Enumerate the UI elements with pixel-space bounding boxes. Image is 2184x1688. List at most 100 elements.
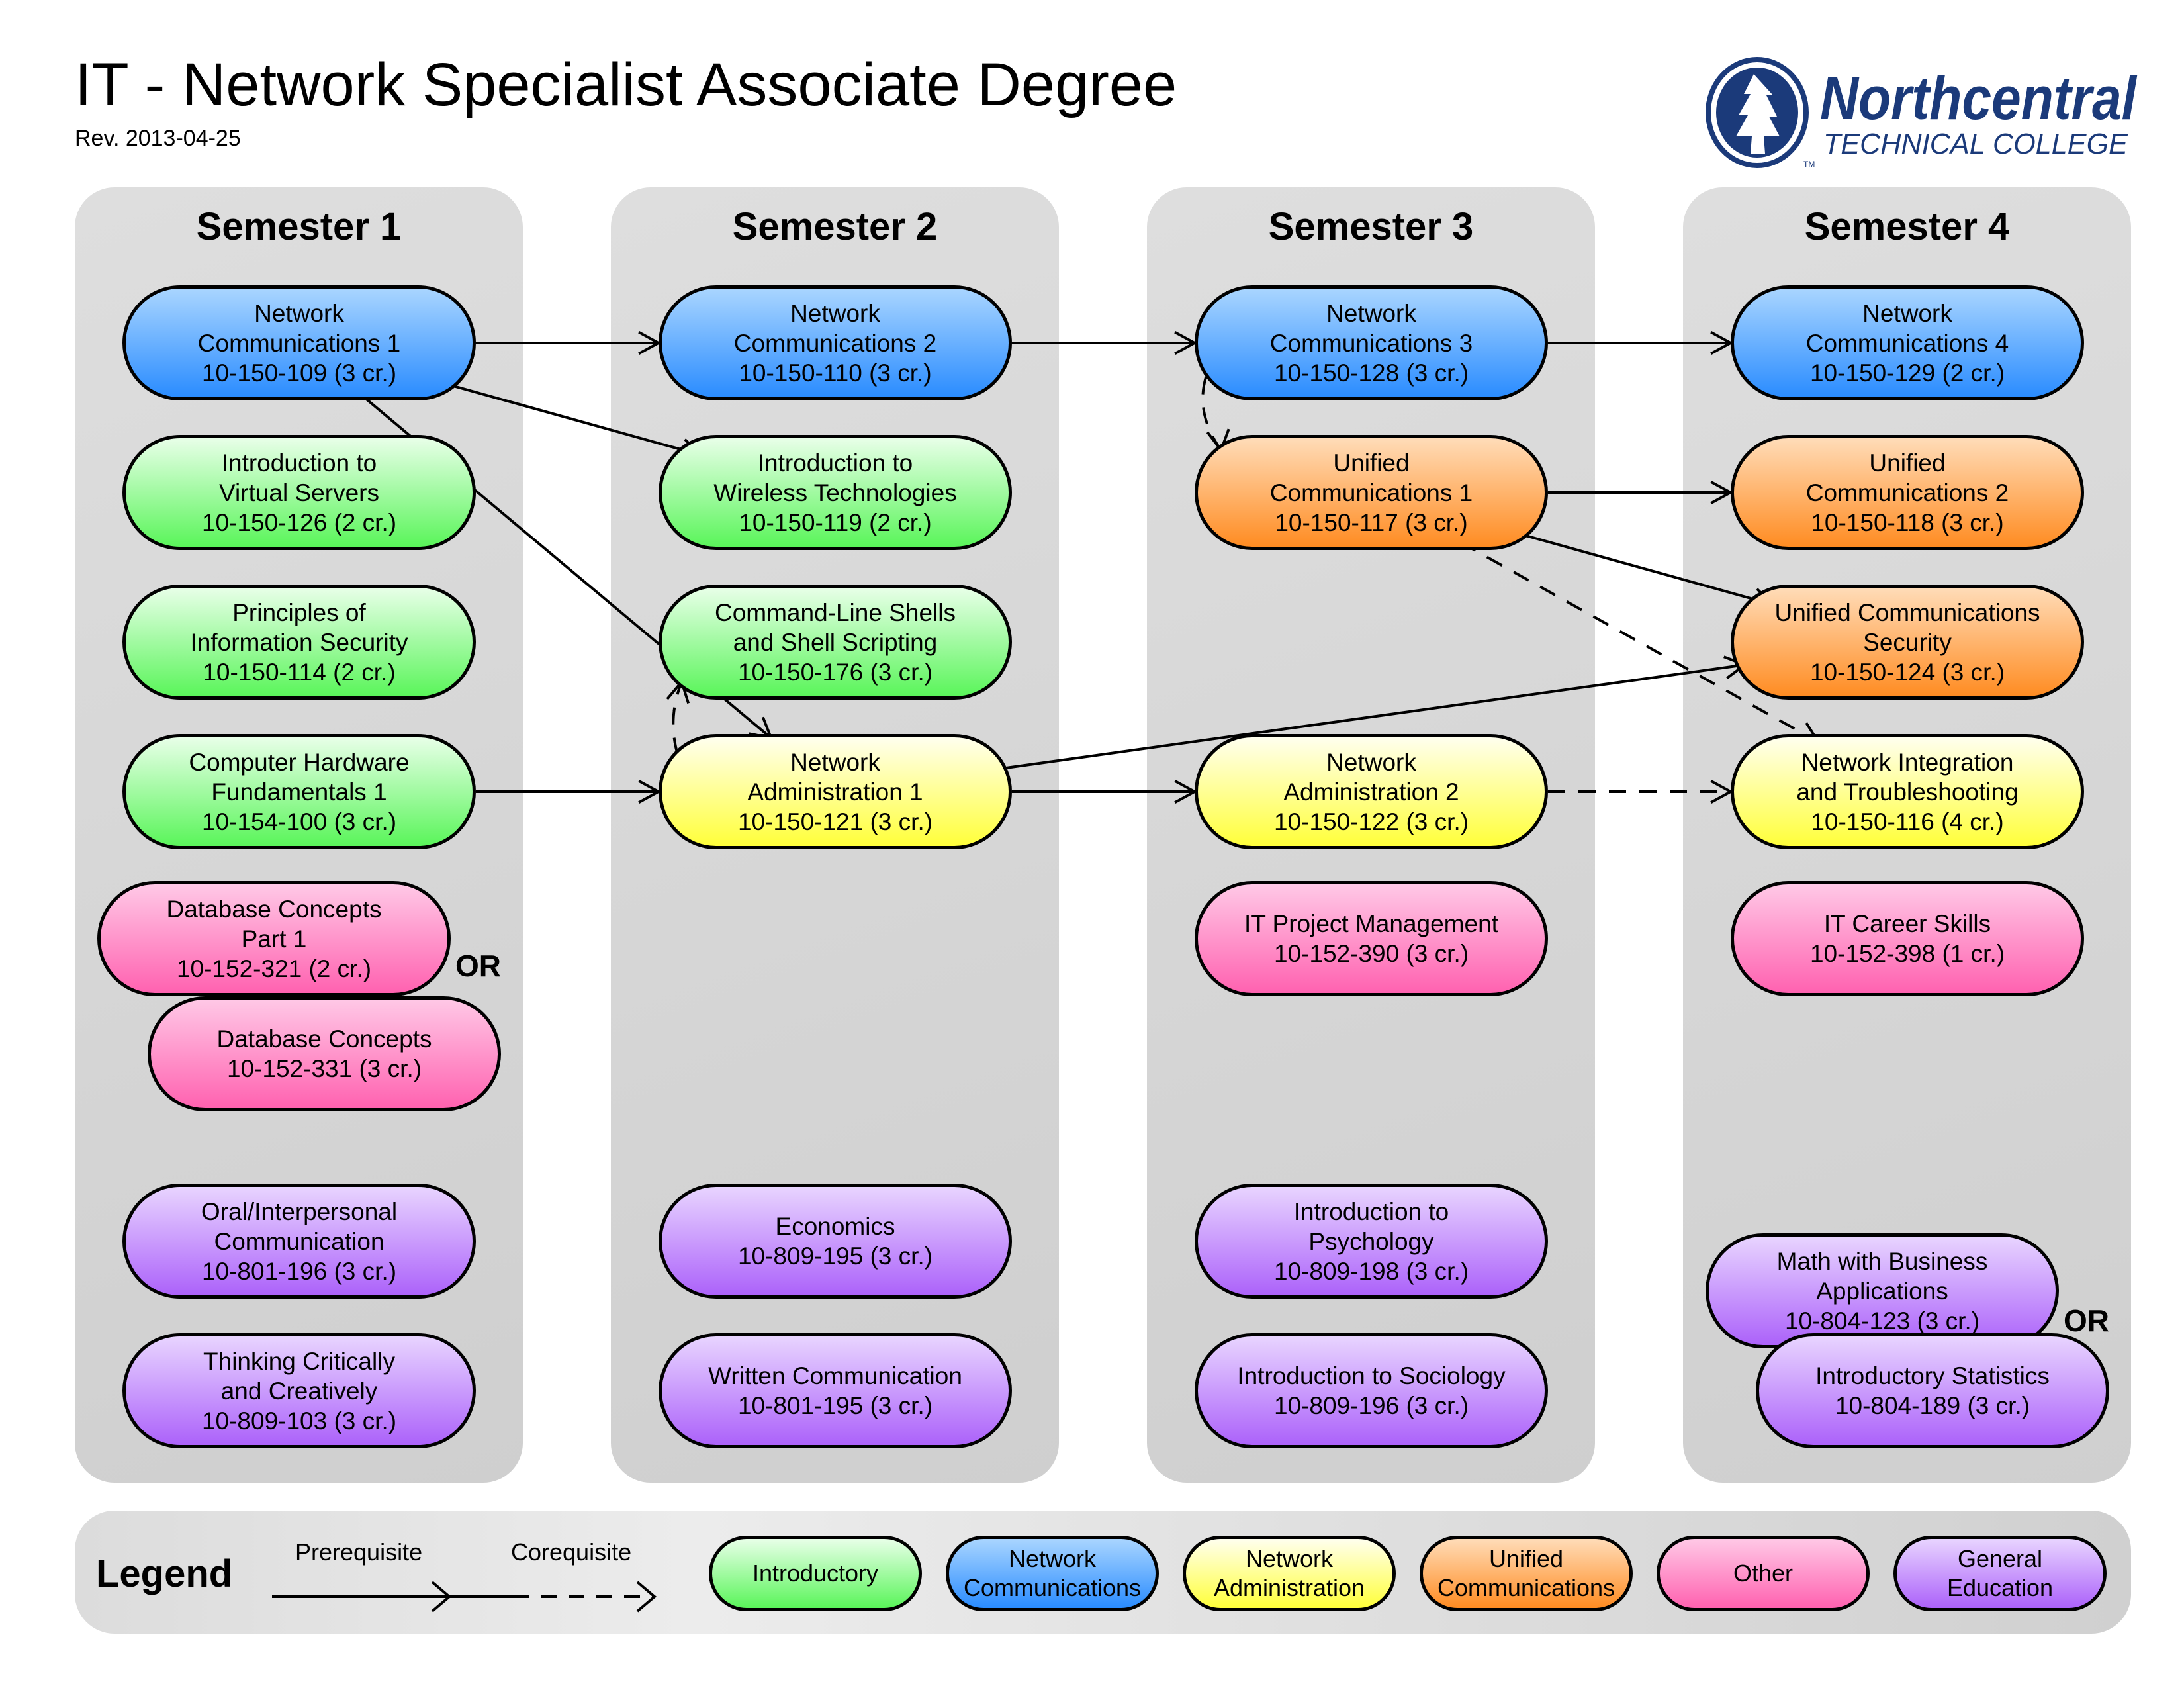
legend-category-label: Education	[1946, 1574, 2054, 1601]
course-title-line: Administration 2	[1283, 778, 1459, 806]
legend-title: Legend	[96, 1552, 233, 1595]
legend-category-label: Communications	[1437, 1574, 1615, 1601]
legend-category-label: Administration	[1213, 1574, 1365, 1601]
course-title-line: Network	[1326, 748, 1416, 776]
legend-arrow-samples	[275, 1581, 657, 1613]
corequisite-arrow-icon	[485, 1581, 657, 1613]
course-title-line: Oral/Interpersonal	[201, 1197, 398, 1225]
course-title-line: IT Career Skills	[1823, 910, 1991, 937]
revision-date: Rev. 2013-04-25	[75, 126, 241, 151]
legend: Legend Prerequisite Corequisite Introduc…	[75, 1511, 2131, 1634]
course-title-line: Introduction to Sociology	[1237, 1362, 1506, 1389]
course-code: 10-152-398 (1 cr.)	[1809, 940, 2005, 967]
course-title-line: Network	[790, 748, 880, 776]
or-label-semester-1: OR	[455, 949, 501, 983]
course-code: 10-150-121 (3 cr.)	[737, 808, 933, 835]
course-code: 10-801-196 (3 cr.)	[201, 1257, 397, 1285]
course-code: 10-152-321 (2 cr.)	[176, 955, 372, 982]
course-title-line: Information Security	[190, 628, 408, 656]
course-title-line: IT Project Management	[1244, 910, 1498, 937]
course-title-line: Network Integration	[1801, 748, 2014, 776]
course-code: 10-150-128 (3 cr.)	[1273, 359, 1469, 387]
logo-subtitle: TECHNICAL COLLEGE	[1823, 128, 2128, 160]
course-title-line: Communications 2	[733, 329, 937, 357]
course-title-line: Communications 4	[1805, 329, 2009, 357]
course-code: 10-801-195 (3 cr.)	[737, 1392, 933, 1419]
course-node[interactable]: Economics 10-809-195 (3 cr.)	[659, 1184, 1012, 1299]
course-title-line: Fundamentals 1	[211, 778, 387, 806]
course-code: 10-809-198 (3 cr.)	[1273, 1257, 1469, 1285]
semester-2-title: Semester 2	[732, 205, 938, 248]
prerequisite-arrow-icon	[275, 1581, 452, 1613]
course-code: 10-150-176 (3 cr.)	[737, 658, 933, 686]
course-code: 10-150-118 (3 cr.)	[1811, 508, 2004, 536]
course-title-line: Psychology	[1308, 1227, 1434, 1255]
tree-emblem-icon	[1706, 57, 1809, 168]
course-code: 10-150-109 (3 cr.)	[201, 359, 397, 387]
course-title-line: Communications 1	[1269, 479, 1473, 506]
course-code: 10-150-126 (2 cr.)	[201, 508, 397, 536]
semester-1-title: Semester 1	[196, 205, 402, 248]
course-code: 10-150-117 (3 cr.)	[1275, 508, 1468, 536]
course-title-line: Communications 3	[1269, 329, 1473, 357]
or-label-semester-4: OR	[2064, 1303, 2109, 1338]
course-code: 10-150-116 (4 cr.)	[1811, 808, 2004, 835]
course-node[interactable]: Written Communication 10-801-195 (3 cr.)	[659, 1333, 1012, 1448]
course-title-line: Database Concepts	[216, 1025, 432, 1053]
legend-category-label: Introductory	[752, 1560, 879, 1587]
course-title-line: Network	[1326, 299, 1416, 327]
course-title-line: Unified Communications	[1774, 598, 2040, 626]
logo-name: Northcentral	[1820, 65, 2138, 132]
semester-4-title: Semester 4	[1804, 205, 2010, 248]
course-title-line: Network	[790, 299, 880, 327]
course-code: 10-150-122 (3 cr.)	[1273, 808, 1469, 835]
course-title-line: Unified	[1869, 449, 1946, 477]
course-code: 10-150-129 (2 cr.)	[1809, 359, 2005, 387]
course-title-line: Computer Hardware	[189, 748, 410, 776]
course-title-line: Database Concepts	[166, 895, 382, 923]
course-title-line: Communications 2	[1805, 479, 2009, 506]
course-title-line: and Shell Scripting	[733, 628, 938, 656]
course-node[interactable]: IT Career Skills 10-152-398 (1 cr.)	[1731, 881, 2084, 996]
course-code: 10-150-119 (2 cr.)	[739, 508, 932, 536]
course-title-line: Economics	[775, 1213, 895, 1240]
course-code: 10-150-114 (2 cr.)	[203, 658, 396, 686]
course-node[interactable]: IT Project Management 10-152-390 (3 cr.)	[1195, 881, 1548, 996]
legend-category-label: Unified	[1488, 1545, 1564, 1572]
course-title-line: Communication	[214, 1227, 385, 1255]
course-title-line: Written Communication	[708, 1362, 962, 1389]
legend-corequisite-label: Corequisite	[511, 1538, 632, 1566]
course-code: 10-152-390 (3 cr.)	[1273, 940, 1469, 967]
course-code: 10-809-195 (3 cr.)	[737, 1243, 933, 1270]
legend-prerequisite-label: Prerequisite	[295, 1538, 423, 1566]
course-title-line: Thinking Critically	[203, 1347, 395, 1375]
course-code: 10-150-124 (3 cr.)	[1809, 658, 2005, 686]
course-title-line: Virtual Servers	[219, 479, 379, 506]
